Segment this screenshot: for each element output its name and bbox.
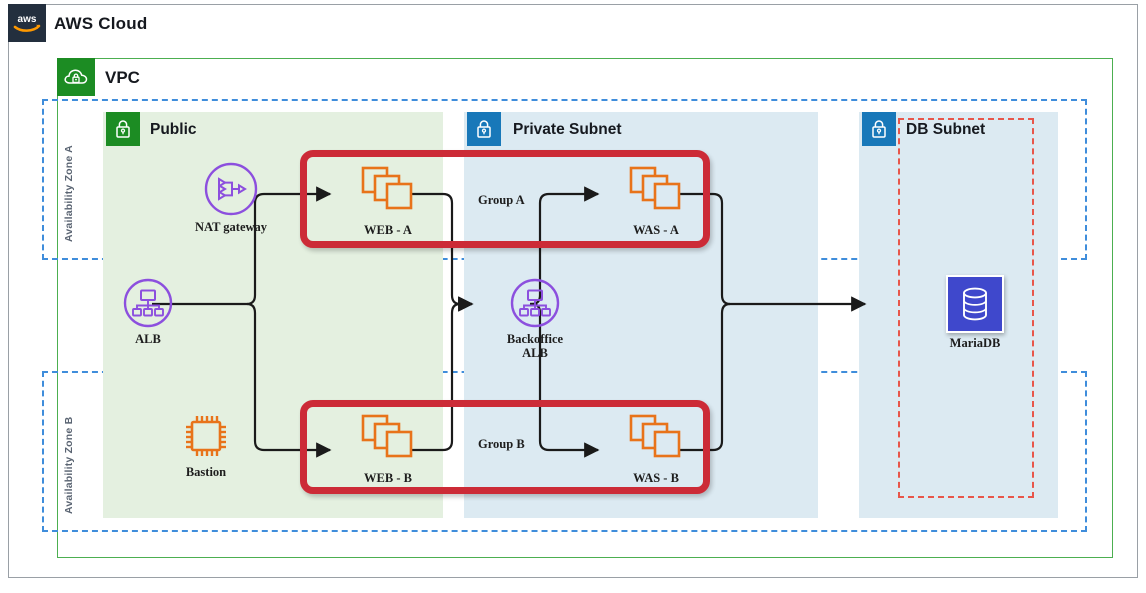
node-bastion[interactable]: Bastion (160, 410, 252, 479)
load-balancer-icon (509, 277, 561, 329)
group-a-label: Group A (478, 193, 525, 207)
group-b-boundary (300, 400, 710, 494)
group-b-label: Group B (478, 437, 525, 451)
node-backoffice-alb-label: Backoffice ALB (506, 332, 564, 361)
db-subnet-title: DB Subnet (906, 121, 986, 138)
node-web-b-label: WEB - B (364, 471, 412, 485)
public-subnet-title: Public (150, 121, 197, 138)
db-security-group-boundary (898, 118, 1034, 498)
availability-zone-a-label: Availability Zone A (63, 145, 75, 242)
vpc-boundary (57, 58, 1113, 558)
svg-text:aws: aws (18, 14, 37, 25)
ec2-instance-icon (180, 410, 232, 462)
node-nat-gateway-label: NAT gateway (194, 220, 268, 234)
aws-cloud-title: AWS Cloud (54, 14, 148, 33)
private-subnet-lock-icon (467, 112, 501, 146)
database-icon (946, 275, 1004, 333)
ec2-instances-stack-icon (351, 162, 425, 220)
availability-zone-b-label: Availability Zone B (63, 416, 75, 514)
node-was-b[interactable]: WAS - B (608, 410, 704, 485)
node-web-b[interactable]: WEB - B (340, 410, 436, 485)
node-alb-label: ALB (135, 332, 161, 346)
ec2-instances-stack-icon (619, 162, 693, 220)
node-was-b-label: WAS - B (633, 471, 679, 485)
public-subnet-lock-icon (106, 112, 140, 146)
vpc-title: VPC (105, 68, 140, 87)
nat-gateway-icon (203, 161, 259, 217)
node-was-a-label: WAS - A (633, 223, 679, 237)
db-subnet-lock-icon (862, 112, 896, 146)
ec2-instances-stack-icon (351, 410, 425, 468)
aws-logo-icon: aws (8, 4, 46, 42)
node-web-a[interactable]: WEB - A (340, 162, 436, 237)
node-bastion-label: Bastion (185, 465, 227, 479)
node-alb[interactable]: ALB (98, 277, 198, 346)
group-a-boundary (300, 150, 710, 248)
node-was-a[interactable]: WAS - A (608, 162, 704, 237)
ec2-instances-stack-icon (619, 410, 693, 468)
node-mariadb-label: MariaDB (949, 336, 1001, 350)
load-balancer-icon (122, 277, 174, 329)
node-web-a-label: WEB - A (364, 223, 412, 237)
node-mariadb[interactable]: MariaDB (920, 275, 1030, 350)
node-backoffice-alb[interactable]: Backoffice ALB (480, 277, 590, 361)
vpc-cloud-lock-icon (57, 58, 95, 96)
private-subnet-title: Private Subnet (513, 121, 622, 138)
node-nat-gateway[interactable]: NAT gateway (176, 161, 286, 234)
